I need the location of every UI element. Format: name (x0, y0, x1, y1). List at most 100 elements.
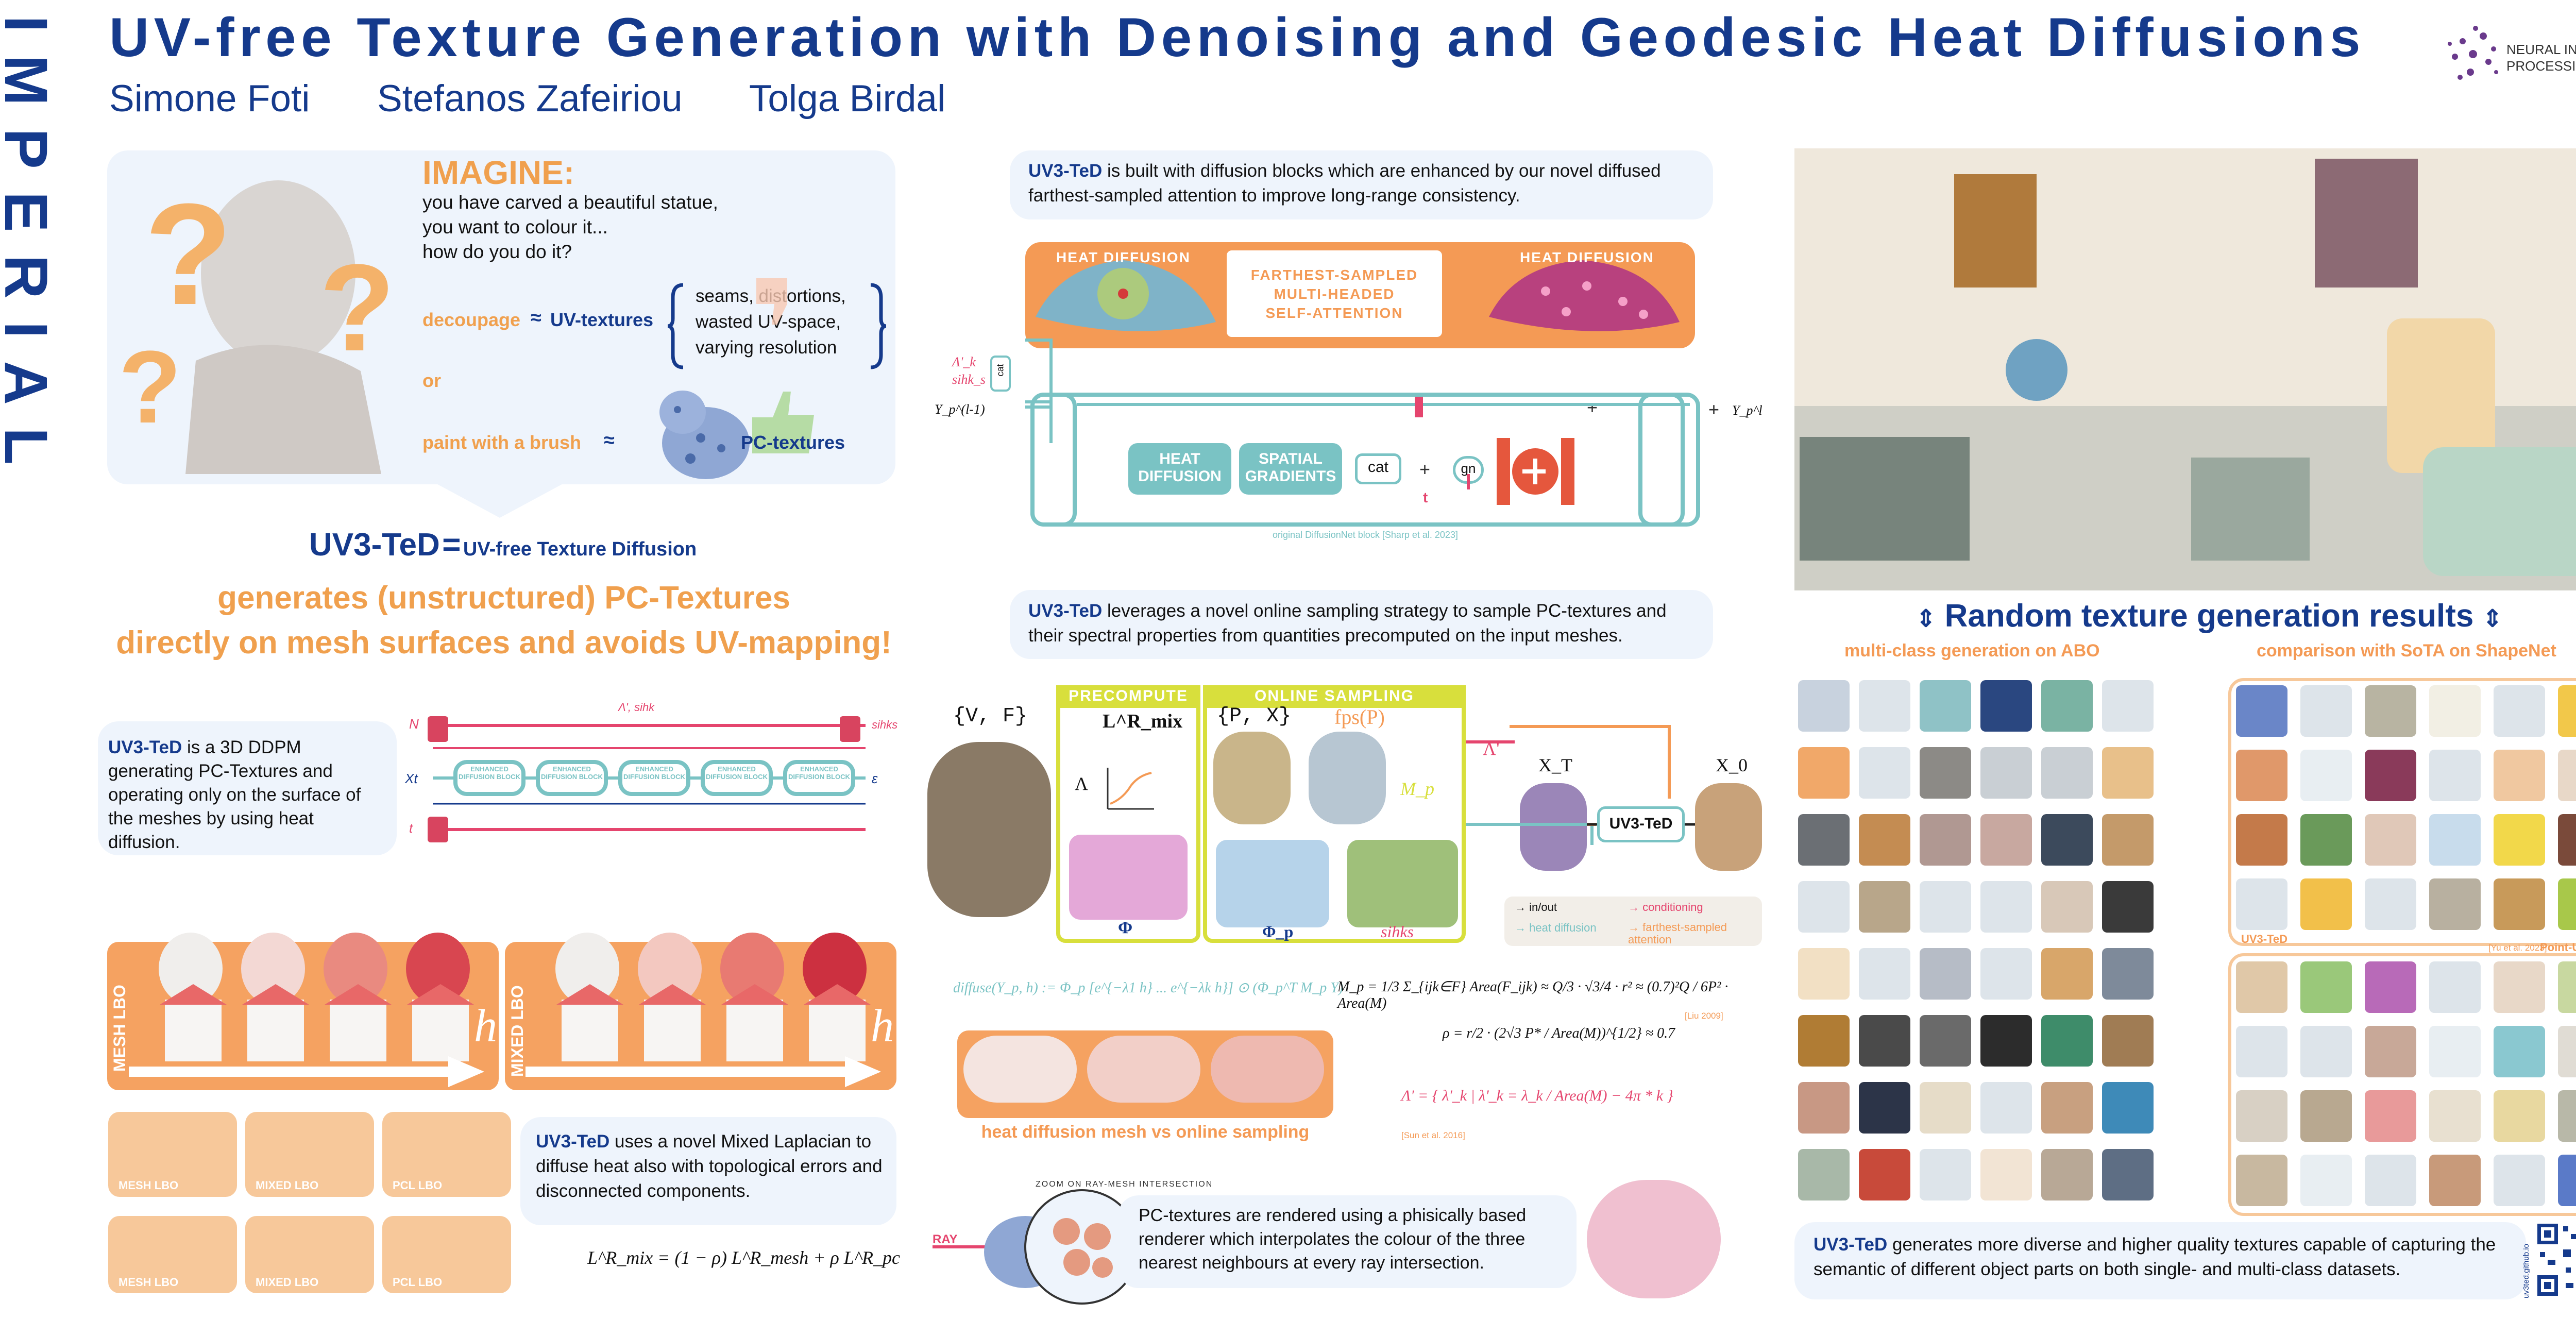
enhanced-block (618, 760, 690, 796)
point-cloud-bear (1213, 732, 1291, 824)
cat-label: cat (1367, 459, 1389, 476)
enhanced-block-label: ENHANCED DIFFUSION BLOCK (541, 765, 603, 781)
uv3ted-node (1597, 806, 1685, 842)
chair-lbo-image (108, 1112, 237, 1197)
inner-heat-line: HEAT (1159, 450, 1200, 467)
cat-node (990, 356, 1011, 392)
diffusion-input-label: sihk_s (952, 372, 986, 387)
diffusion-blocks-bold: UV3-TeD (1028, 161, 1103, 181)
approx-symbol: ≈ (604, 430, 615, 451)
mlp-block (1030, 393, 1077, 527)
project-qr-code[interactable] (2535, 1221, 2576, 1298)
speech-pointer (433, 482, 567, 518)
statue-image: ? ? ? (118, 155, 395, 474)
pointuv-results-grid (2236, 961, 2576, 1209)
abo-results-grid (1798, 680, 2231, 1221)
enhanced-block (783, 760, 855, 796)
bear-house-image (149, 922, 479, 1077)
legend-label: conditioning (1642, 901, 1703, 914)
render-sample-image (1587, 1180, 1721, 1298)
mixed-laplacian-description: UV3-TeD uses a novel Mixed Laplacian to … (536, 1129, 886, 1204)
or-label: or (422, 370, 441, 391)
sampling-panel (1010, 590, 1713, 659)
author-name: Tolga Birdal (749, 78, 946, 120)
sort-icon: ⇕ (2482, 605, 2503, 632)
legend-entry: → farthest-sampled attention (1628, 921, 1727, 946)
ray-cow-image (933, 1185, 1140, 1309)
legend (1504, 897, 1762, 946)
conclusion-bold: UV3-TeD (1814, 1235, 1888, 1255)
textured-bear (1695, 783, 1762, 871)
heat-diffusion-mesh (1484, 245, 1685, 346)
legend-label: in/out (1529, 901, 1557, 914)
abo-subheading: multi-class generation on ABO (1844, 641, 2100, 661)
cat-label: cat (995, 364, 1006, 377)
approx-symbol: ≈ (531, 307, 541, 329)
uv3ted-tag: UV3-TeD (2241, 933, 2288, 945)
diffuse-formula: diffuse(Y_p, h) := Φ_p [e^{−λ1 h} ... e^… (953, 980, 1344, 996)
inner-heat-block (1128, 443, 1231, 495)
svg-text:?: ? (319, 239, 395, 377)
hook-lbo-image (245, 1216, 374, 1293)
tagline-line: generates (unstructured) PC-Textures (217, 580, 790, 616)
h-arrow (129, 1056, 484, 1087)
diffusion-output-label: Y_p^l (1732, 403, 1762, 418)
enhanced-block-label: ENHANCED DIFFUSION BLOCK (706, 765, 768, 781)
spatial-gradients-line: SPATIAL (1259, 450, 1323, 467)
author-list: Simone Foti Stefanos Zafeiriou Tolga Bir… (109, 77, 945, 120)
attention-block (1224, 247, 1445, 340)
enhanced-block-label: ENHANCED DIFFUSION BLOCK (459, 765, 520, 781)
imagine-line: you have carved a beautiful statue, (422, 192, 718, 213)
pointuv-results-frame (2228, 953, 2576, 1216)
render-panel (1118, 1195, 1577, 1288)
venue-logo-text: NEURAL INFORMATION PROCESSING SYSTEMS (2506, 42, 2576, 74)
diagram-output-label: ε (872, 771, 878, 786)
attention-line: FARTHEST-SAMPLED (1250, 267, 1418, 283)
qr-caption[interactable]: uv3ted.github.io (2522, 1244, 2531, 1298)
uv3ted-results-grid (2236, 685, 2576, 933)
institution-logo-text: IMPERIAL (0, 15, 60, 487)
sampling-arrows (1466, 725, 1695, 845)
diffusion-blocks-description: UV3-TeD is built with diffusion blocks w… (1028, 159, 1698, 208)
mesh-lbo-label: MESH LBO (110, 985, 129, 1072)
h-symbol: h (871, 1001, 894, 1052)
heat-diffusion-label: HEAT DIFFUSION (1056, 249, 1191, 265)
imagine-line: you want to colour it... (422, 216, 608, 238)
pointuv-citation: [Yu et al. 2023] (2488, 943, 2547, 953)
chair-lbo-image (382, 1112, 511, 1197)
sampling-description: UV3-TeD leverages a novel online samplin… (1028, 599, 1698, 648)
uv-issue: varying resolution (696, 337, 837, 358)
ddpm-description-bold: UV3-TeD (108, 737, 182, 757)
rho-formula: ρ = r/2 · (2√3 P* / Area(M))^{1/2} ≈ 0.7 (1443, 1025, 1675, 1041)
px-label: {P, X} (1217, 705, 1292, 728)
bird-heat-image (1087, 1036, 1200, 1103)
uv-issue: wasted UV-space, (696, 312, 841, 332)
mixed-laplacian-bold: UV3-TeD (536, 1131, 610, 1152)
heat-diffusion-label: HEAT DIFFUSION (1520, 249, 1654, 265)
diagram-input-label: t (409, 820, 413, 836)
legend-entry: → heat diffusion (1515, 921, 1597, 934)
decoupage-label: decoupage (422, 309, 521, 330)
mixed-laplacian-text: uses a novel Mixed Laplacian to diffuse … (536, 1131, 883, 1201)
institution-logo: IMPERIAL (0, 15, 66, 495)
lambda-formula: Λ' = { λ'_k | λ'_k = λ_k / Area(M) − 4π … (1401, 1087, 1673, 1104)
results-heading-text: Random texture generation results (1944, 598, 2474, 634)
enhanced-block-label: ENHANCED DIFFUSION BLOCK (788, 765, 850, 781)
precompute-header (1056, 685, 1200, 708)
phip-label: Φ_p (1262, 922, 1294, 941)
wireframe-bear (927, 742, 1051, 917)
render-description: PC-textures are rendered using a phisica… (1139, 1206, 1527, 1273)
diffusion-input-label: Y_p^(l-1) (935, 402, 985, 417)
imagine-line: how do you do it? (422, 241, 572, 262)
small-lbo-label: MIXED LBO (256, 1179, 319, 1192)
pointuv-tag: Point-UV Diff (2540, 941, 2576, 954)
bear-house-image (546, 922, 876, 1077)
phi-label: Φ (1118, 918, 1133, 937)
diffusionnet-caption: original DiffusionNet block [Sharp et al… (1273, 530, 1458, 540)
heat-comparison-caption: heat diffusion mesh vs online sampling (981, 1122, 1310, 1142)
mixed-laplacian-panel (520, 1117, 896, 1225)
eigenfunction-bears (1069, 835, 1188, 920)
precompute-label: PRECOMPUTE (1069, 687, 1188, 704)
legend-entry: → conditioning (1628, 901, 1703, 914)
gn-label: gn (1461, 461, 1476, 476)
